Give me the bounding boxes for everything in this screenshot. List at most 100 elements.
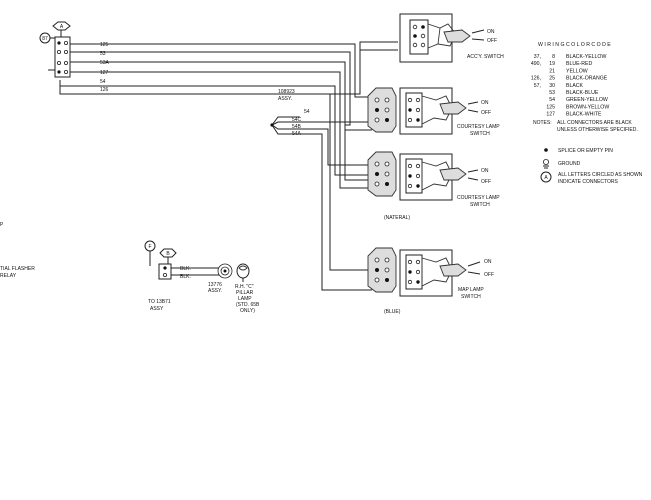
main-connector: 87 A	[39, 21, 71, 78]
pillar-lamp-4: (STD. 65B	[236, 302, 260, 308]
color-code-color: BLACK-YELLOW	[566, 54, 606, 60]
letter-circle-symbol	[540, 171, 552, 183]
legend-letters-2: INDICATE CONNECTORS	[558, 179, 618, 185]
left-cut-text: P TIAL FLASHER RELAY	[0, 222, 35, 279]
accy-on-label: ON	[487, 29, 495, 35]
color-code-color: GREEN-YELLOW	[566, 97, 608, 103]
color-code-num: 37,	[534, 54, 541, 60]
color-code-code: 21	[549, 68, 555, 74]
pillar-wire-2: BLK.	[180, 274, 191, 280]
map-name: MAP LAMP	[458, 287, 484, 293]
map-off-label: OFF	[484, 272, 494, 278]
pillar-to-1: TO 13B71	[148, 299, 171, 305]
courtesy-switch-1: ON OFF COURTESY LAMP SWITCH	[367, 87, 500, 137]
color-code-code: 54	[549, 97, 555, 103]
courtesy2-name-2: SWITCH	[470, 202, 490, 208]
pillar-circle-label: F	[148, 244, 151, 250]
courtesy1-off-label: OFF	[481, 110, 491, 116]
assy-wire-54: 54	[304, 109, 310, 115]
courtesy-switch-2: ON OFF COURTESY LAMP SWITCH (NATERAL)	[367, 151, 500, 221]
color-code-code: 127	[546, 112, 555, 118]
pillar-hex-label: B	[166, 251, 170, 257]
legend-ground: GROUND	[558, 161, 581, 167]
assy-wire-54c: 54C	[292, 117, 302, 123]
accy-switch: ON OFF ACC'Y. SWITCH	[399, 13, 504, 63]
map-color-note: (BLUE)	[384, 309, 401, 315]
pillar-lamp-icon	[236, 263, 250, 282]
connector-hex	[52, 21, 71, 31]
wire-label-54: 54	[100, 79, 106, 85]
color-code-title: W I R I N G C O L O R C O D E	[538, 42, 611, 48]
courtesy2-name: COURTESY LAMP	[457, 195, 500, 201]
courtesy1-on-label: ON	[481, 100, 489, 106]
connector-body	[54, 36, 71, 78]
pillar-hex	[159, 248, 177, 258]
assy-word: ASSY.	[278, 96, 292, 102]
color-code-num: 126,	[531, 76, 541, 82]
notes-line-2: UNLESS OTHERWISE SPECIFIED.	[557, 127, 638, 133]
relay-assy: 108923 ASSY. 54 54C 54B 54A	[270, 89, 385, 291]
map-name-2: SWITCH	[461, 294, 481, 300]
connector-number: 87	[42, 36, 48, 42]
courtesy1-name: COURTESY LAMP	[457, 124, 500, 130]
color-code-color: YELLOW	[566, 68, 588, 74]
color-code-color: BLACK-WHITE	[566, 112, 602, 118]
color-code-code: 53	[549, 90, 555, 96]
pillar-part-1: 13776	[208, 282, 222, 288]
pillar-lamp-2: PILLAR	[236, 290, 254, 296]
splice-symbol	[544, 148, 548, 152]
pillar-part-2: ASSY.	[208, 288, 222, 294]
pillar-socket-icon	[217, 263, 233, 279]
accy-off-label: OFF	[487, 38, 497, 44]
color-code-code: 125	[546, 104, 555, 110]
color-code-num: 57,	[534, 83, 541, 89]
pillar-lamp-5: ONLY)	[240, 308, 255, 314]
map-on-label: ON	[484, 259, 492, 265]
color-code-color: BLUE-RED	[566, 61, 592, 67]
assy-wire-54b: 54B	[292, 124, 302, 130]
cut-text-3: RELAY	[0, 273, 17, 279]
color-code-num: 490,	[531, 61, 541, 67]
notes: NOTES: ALL CONNECTORS ARE BLACK UNLESS O…	[533, 120, 638, 133]
courtesy2-off-label: OFF	[481, 179, 491, 185]
ground-icon	[543, 158, 550, 169]
color-code-code: 25	[549, 76, 555, 82]
pillar-lamp-1: R.H. "C"	[235, 284, 254, 290]
wire-label-126: 126	[100, 87, 109, 93]
notes-label: NOTES:	[533, 120, 552, 126]
legend: SPLICE OR EMPTY PIN GROUND A ALL LETTERS…	[540, 148, 643, 185]
wire-label-53a: 53A	[100, 60, 110, 66]
map-lamp-switch: ON OFF MAP LAMP SWITCH (BLUE)	[367, 247, 494, 315]
courtesy1-name-2: SWITCH	[470, 131, 490, 137]
courtesy2-on-label: ON	[481, 168, 489, 174]
color-code-color: BROWN-YELLOW	[566, 104, 609, 110]
courtesy2-color-note: (NATERAL)	[384, 215, 410, 221]
pillar-lamp-circuit: F B BLK. BLK. TO 13B71 ASSY 13776 ASSY. …	[144, 240, 260, 314]
legend-letter: A	[544, 175, 548, 181]
pillar-wire-1: BLK.	[180, 266, 191, 272]
pillar-connector	[158, 263, 172, 280]
wire-label-127: 127	[100, 70, 109, 76]
notes-line-1: ALL CONNECTORS ARE BLACK	[557, 120, 632, 126]
assy-wire-54a: 54A	[292, 131, 302, 137]
assy-part-number: 108923	[278, 89, 295, 95]
cut-text-2: TIAL FLASHER	[0, 266, 35, 272]
color-code-color: BLACK-BLUE	[566, 90, 599, 96]
wire-label-125: 125	[100, 42, 109, 48]
accy-switch-label: ACC'Y. SWITCH	[467, 54, 504, 60]
cut-text-1: P	[0, 222, 4, 228]
splice-dot	[270, 123, 274, 127]
color-code-color: BLACK	[566, 83, 584, 89]
legend-splice: SPLICE OR EMPTY PIN	[558, 148, 613, 154]
color-code-code: 30	[549, 83, 555, 89]
pillar-to-2: ASSY	[150, 306, 164, 312]
harness-wires: 125 53 53A 127 54 126	[59, 41, 398, 271]
pillar-lamp-3: LAMP	[238, 296, 252, 302]
wire-label-53: 53	[100, 51, 106, 57]
color-code-color: BLACK-ORANGE	[566, 76, 608, 82]
color-code-code: 8	[552, 54, 555, 60]
connector-letter: A	[60, 24, 64, 30]
